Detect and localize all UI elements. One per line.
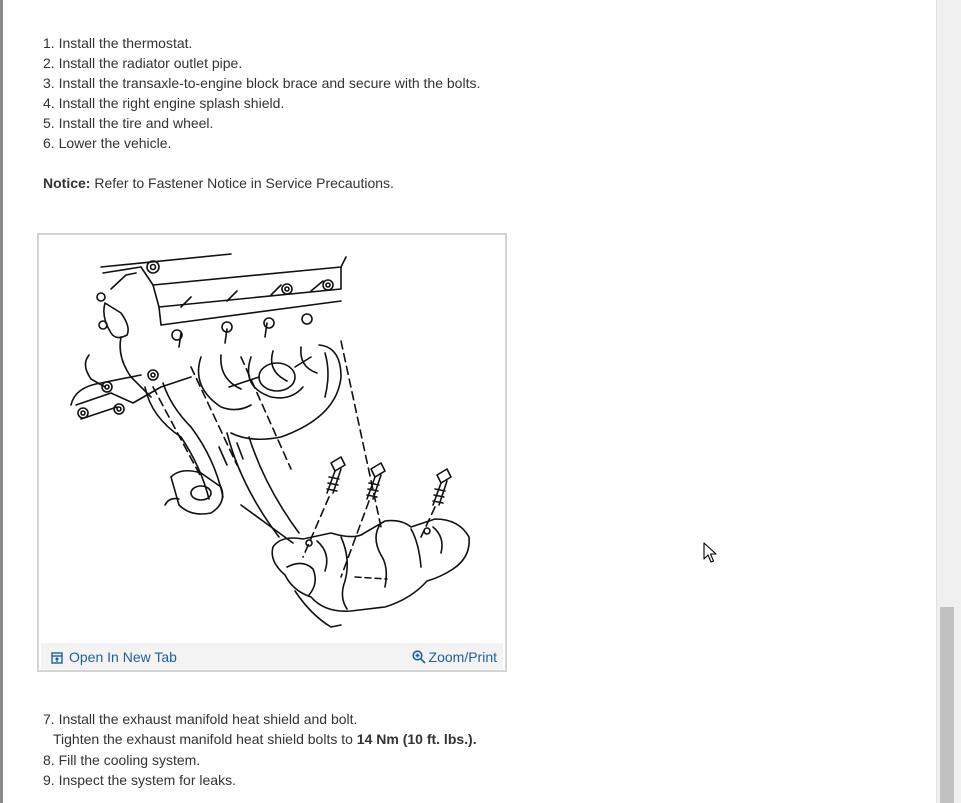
figure-panel: Open In New Tab Zoom/Print xyxy=(37,233,507,672)
step-2: 2. Install the radiator outlet pipe. xyxy=(43,55,243,71)
step-1: 1. Install the thermostat. xyxy=(43,35,193,51)
step-3: 3. Install the transaxle-to-engine block… xyxy=(43,75,481,91)
torque-spec: Tighten the exhaust manifold heat shield… xyxy=(53,729,477,749)
step-8: 8. Fill the cooling system. xyxy=(43,752,201,768)
zoom-print-link[interactable]: Zoom/Print xyxy=(411,649,497,665)
step-9: 9. Inspect the system for leaks. xyxy=(43,772,236,788)
torque-spec-prefix: Tighten the exhaust manifold heat shield… xyxy=(53,731,357,747)
step-6: 6. Lower the vehicle. xyxy=(43,135,172,151)
magnifier-icon xyxy=(411,650,426,664)
step-4: 4. Install the right engine splash shiel… xyxy=(43,95,285,111)
notice-label: Notice: xyxy=(43,175,91,191)
open-in-new-tab-link[interactable]: Open In New Tab xyxy=(51,649,177,665)
step-7: 7. Install the exhaust manifold heat shi… xyxy=(43,711,358,727)
step-5: 5. Install the tire and wheel. xyxy=(43,115,214,131)
open-in-new-tab-label: Open In New Tab xyxy=(69,649,177,665)
window-left-edge xyxy=(0,0,3,803)
vertical-scrollbar[interactable] xyxy=(936,0,961,803)
exhaust-manifold-heat-shield-diagram[interactable] xyxy=(41,237,503,641)
torque-spec-value: 14 Nm (10 ft. lbs.). xyxy=(356,731,477,747)
notice: Notice: Refer to Fastener Notice in Serv… xyxy=(43,173,394,193)
figure-toolbar: Open In New Tab Zoom/Print xyxy=(41,643,503,669)
scrollbar-thumb[interactable] xyxy=(940,607,954,803)
mouse-cursor-icon xyxy=(703,542,717,563)
zoom-print-label: Zoom/Print xyxy=(428,649,497,665)
notice-text: Refer to Fastener Notice in Service Prec… xyxy=(90,175,394,191)
open-in-new-tab-icon xyxy=(51,652,63,664)
